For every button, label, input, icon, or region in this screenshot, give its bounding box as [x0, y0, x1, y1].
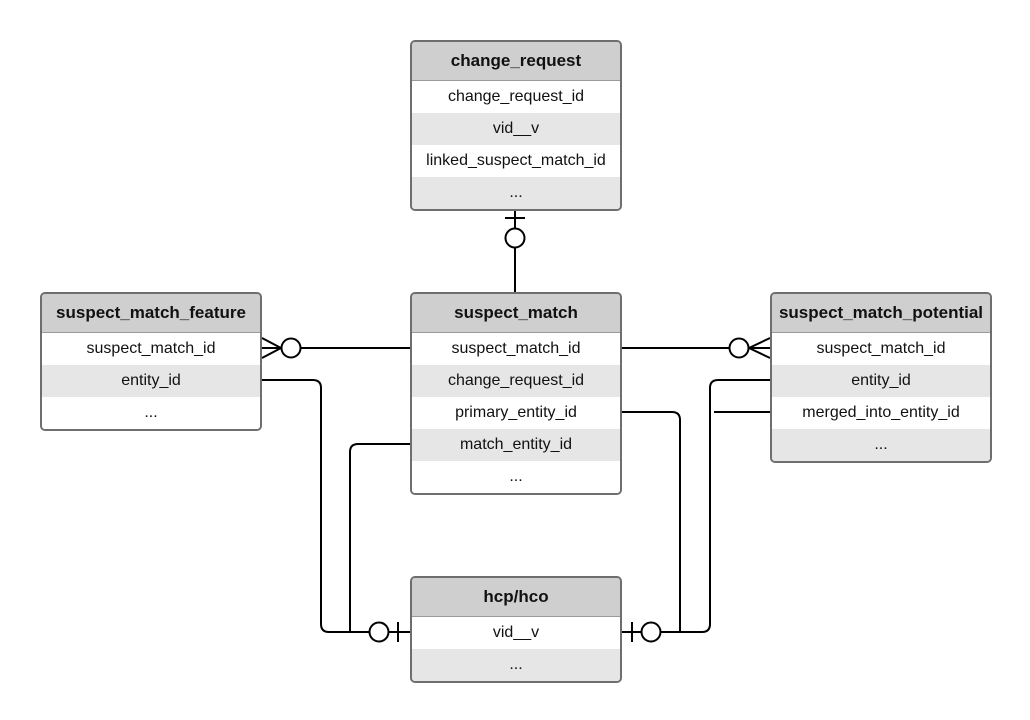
- crowfoot-upper: [748, 337, 771, 349]
- field-row: ...: [412, 461, 620, 493]
- field-row: vid__v: [412, 617, 620, 649]
- field-row: ...: [772, 429, 990, 461]
- entity-suspect-match-potential[interactable]: suspect_match_potential suspect_match_id…: [770, 292, 992, 463]
- smp-entity-hcp-line: [661, 379, 770, 633]
- crowfoot-lower: [748, 347, 771, 359]
- field-row: change_request_id: [412, 81, 620, 113]
- field-row: linked_suspect_match_id: [412, 145, 620, 177]
- field-row: suspect_match_id: [42, 333, 260, 365]
- field-row: match_entity_id: [412, 429, 620, 461]
- field-row: ...: [412, 177, 620, 209]
- optional-circle-marker: [728, 337, 750, 359]
- entity-title: suspect_match_potential: [772, 294, 990, 333]
- entity-suspect-match[interactable]: suspect_match suspect_match_id change_re…: [410, 292, 622, 495]
- entity-hcp-hco[interactable]: hcp/hco vid__v ...: [410, 576, 622, 683]
- entity-title: change_request: [412, 42, 620, 81]
- entity-title: suspect_match_feature: [42, 294, 260, 333]
- crowfoot-lower: [261, 347, 282, 359]
- optional-circle-marker: [368, 621, 390, 643]
- field-row: entity_id: [42, 365, 260, 397]
- field-row: primary_entity_id: [412, 397, 620, 429]
- crowfoot-upper: [261, 337, 282, 349]
- entity-title: hcp/hco: [412, 578, 620, 617]
- optional-circle-marker: [640, 621, 662, 643]
- optional-circle-marker: [280, 337, 302, 359]
- entity-suspect-match-feature[interactable]: suspect_match_feature suspect_match_id e…: [40, 292, 262, 431]
- field-row: change_request_id: [412, 365, 620, 397]
- field-row: suspect_match_id: [772, 333, 990, 365]
- field-row: suspect_match_id: [412, 333, 620, 365]
- entity-title: suspect_match: [412, 294, 620, 333]
- field-row: merged_into_entity_id: [772, 397, 990, 429]
- sm-primary-hcp-line: [620, 411, 681, 633]
- sm-match-hcp-line: [349, 443, 410, 633]
- optional-circle-marker: [504, 227, 526, 249]
- entity-change-request[interactable]: change_request change_request_id vid__v …: [410, 40, 622, 211]
- field-row: ...: [42, 397, 260, 429]
- field-row: vid__v: [412, 113, 620, 145]
- field-row: ...: [412, 649, 620, 681]
- smf-hcp-line: [262, 379, 369, 633]
- field-row: entity_id: [772, 365, 990, 397]
